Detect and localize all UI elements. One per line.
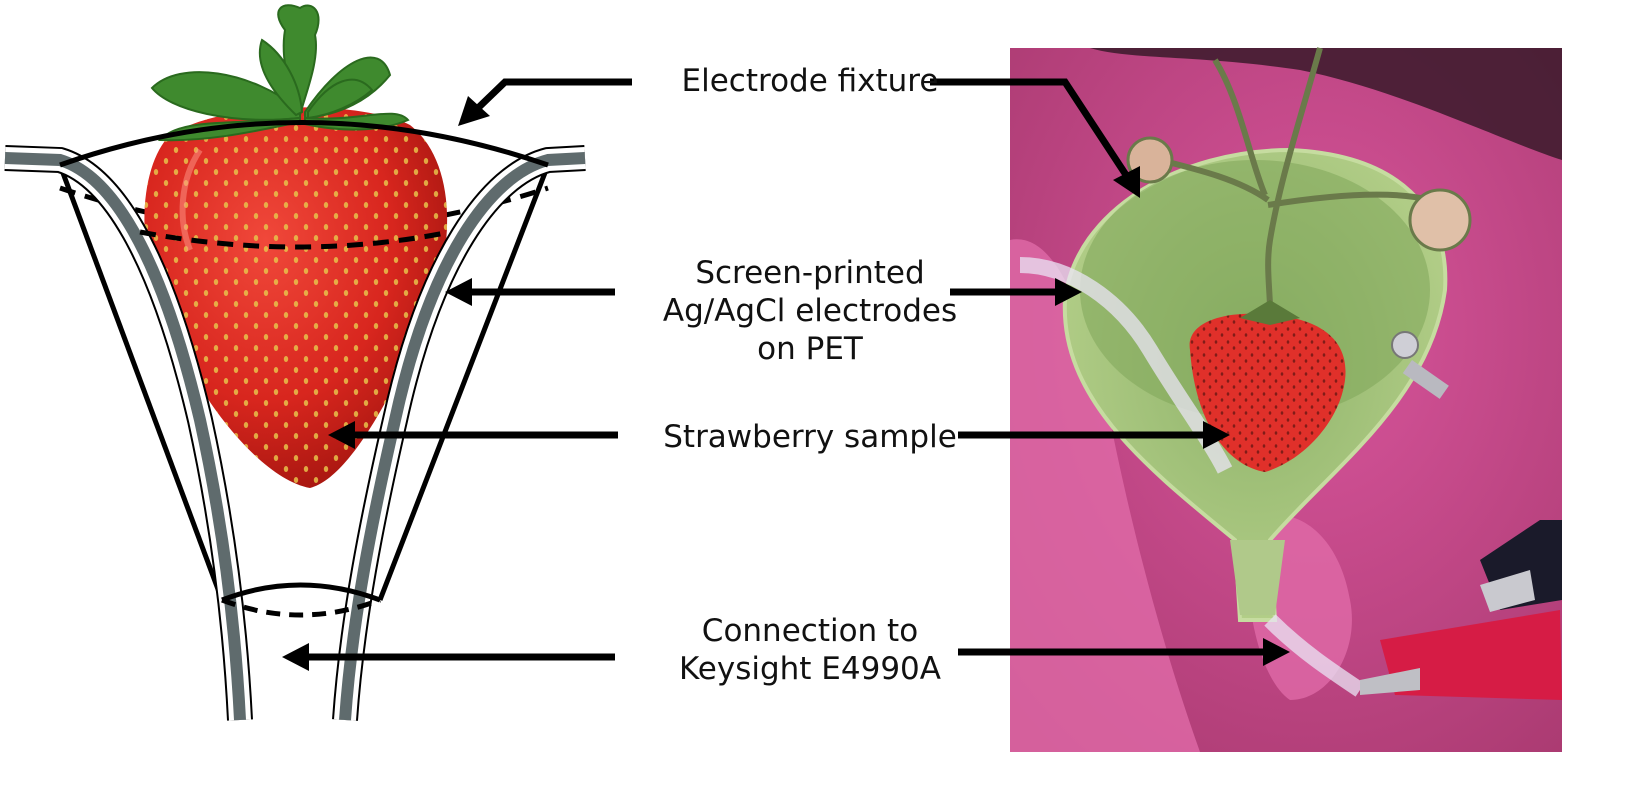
fixture-bottom-ring bbox=[221, 582, 381, 618]
alligator-clips bbox=[1360, 520, 1562, 700]
label-connection: Connection to Keysight E4990A bbox=[600, 612, 1020, 688]
strawberry-illustration bbox=[144, 4, 448, 488]
fixture-photograph bbox=[1010, 47, 1562, 753]
arrow-connection-right bbox=[958, 638, 1290, 666]
label-strawberry-sample: Strawberry sample bbox=[600, 418, 1020, 456]
label-electrodes-line-1: Screen-printed bbox=[695, 255, 925, 291]
arrow-fixture-left bbox=[458, 78, 632, 126]
label-electrode-fixture-text: Electrode fixture bbox=[681, 63, 939, 99]
label-electrode-fixture: Electrode fixture bbox=[600, 62, 1020, 100]
fixture-cone-outline bbox=[57, 164, 551, 601]
schematic-diagram bbox=[4, 4, 586, 721]
strawberry-in-photo bbox=[1189, 300, 1346, 472]
electrode-strip-left bbox=[4, 145, 253, 721]
arrow-connection-left bbox=[282, 643, 615, 671]
arrow-fixture-right bbox=[930, 78, 1140, 198]
hand bbox=[1010, 239, 1200, 753]
annotation-arrows bbox=[282, 78, 1290, 671]
label-connection-line-2: Keysight E4990A bbox=[679, 651, 941, 687]
electrode-strip-right bbox=[332, 145, 586, 721]
label-connection-line-1: Connection to bbox=[701, 613, 919, 649]
fixture-rim-front bbox=[59, 120, 549, 168]
arrow-sample-left bbox=[328, 421, 618, 449]
label-strawberry-sample-text: Strawberry sample bbox=[663, 419, 957, 455]
label-electrodes: Screen-printed Ag/AgCl electrodes on PET bbox=[600, 254, 1020, 368]
arrow-electrodes-right bbox=[950, 278, 1082, 306]
fixture-rim-front-dashed bbox=[139, 229, 451, 250]
arrow-electrodes-left bbox=[445, 278, 615, 306]
label-electrodes-line-2: Ag/AgCl electrodes bbox=[662, 293, 958, 329]
arrow-sample-right bbox=[958, 421, 1230, 449]
screw bbox=[1391, 331, 1449, 399]
strawberry-leaves bbox=[150, 4, 410, 142]
label-electrodes-line-3: on PET bbox=[757, 331, 863, 367]
